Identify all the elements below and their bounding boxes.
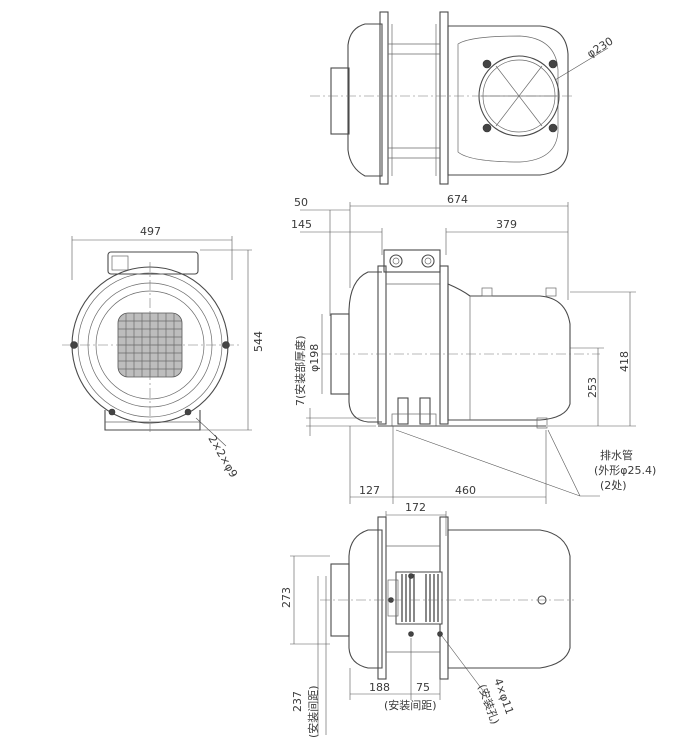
dim-width-497: 497	[140, 225, 161, 238]
dim-bolt-holes-2x2x9: 2×2×φ9	[205, 433, 240, 480]
dim-height-253: 253	[586, 377, 599, 398]
dim-460: 460	[455, 484, 476, 497]
dim-273: 273	[280, 587, 293, 608]
dim-length-674: 674	[447, 193, 468, 206]
dim-diameter-230: φ230	[585, 35, 616, 61]
bottom-view: 172 273 237 (安装间距)	[280, 501, 574, 738]
dim-inlet-diameter-198: φ198	[308, 344, 321, 372]
end-view: 497 544	[62, 225, 265, 480]
dim-237-note: (安装间距)	[306, 685, 320, 738]
drain-pipe-od-note: (外形φ25.4)	[594, 464, 656, 477]
dim-172: 172	[405, 501, 426, 514]
drain-pipe-note: 排水管	[600, 448, 633, 462]
dim-height-418: 418	[618, 351, 631, 372]
dim-188-note: (安装间距)	[384, 698, 437, 712]
dim-75: 75	[416, 681, 430, 694]
dim-127: 127	[359, 484, 380, 497]
dim-install-thickness-7: 7(安装部厚度)	[293, 335, 307, 406]
dim-height-544: 544	[252, 331, 265, 352]
top-view: φ230	[310, 11, 616, 185]
dim-188: 188	[369, 681, 390, 694]
side-view: 674 50 145 379 7(安	[291, 193, 656, 504]
dim-inlet-50: 50	[294, 196, 308, 209]
drain-pipe-count-note: (2处)	[600, 479, 627, 492]
dim-237: 237	[291, 691, 304, 712]
dim-145: 145	[291, 218, 312, 231]
dim-379: 379	[496, 218, 517, 231]
